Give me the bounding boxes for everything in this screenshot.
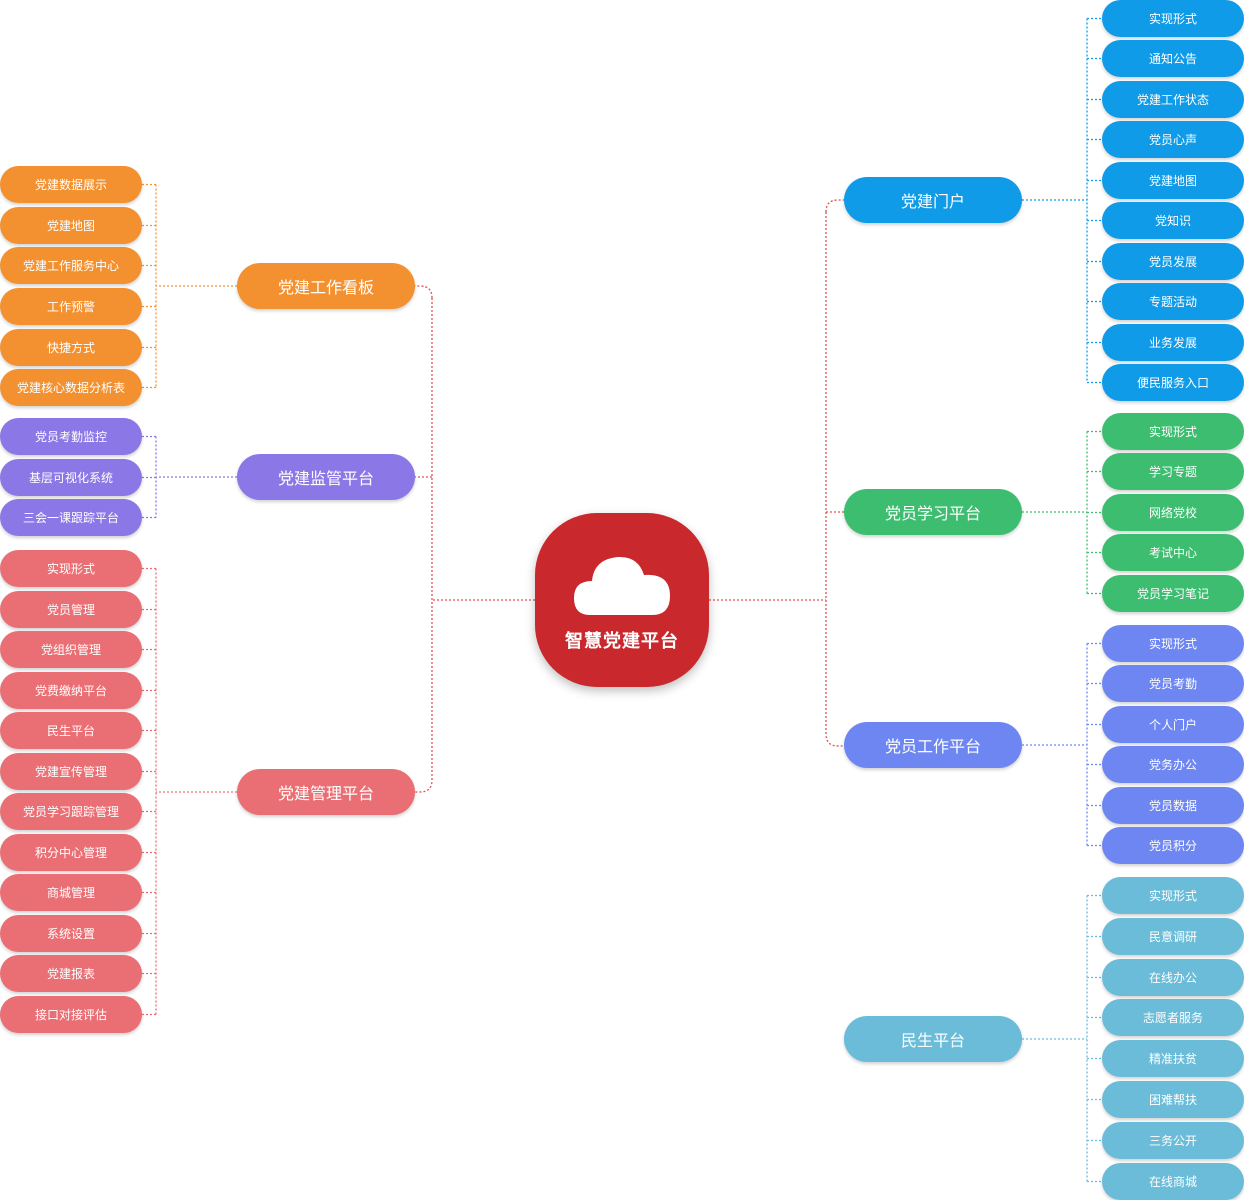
branch-livelihood[interactable]: 民生平台 <box>844 1016 1022 1062</box>
leaf-portal-activities[interactable]: 专题活动 <box>1102 283 1244 320</box>
leaf-management-publicity[interactable]: 党建宣传管理 <box>0 753 142 790</box>
leaf-work-data[interactable]: 党员数据 <box>1102 787 1244 824</box>
branch-work[interactable]: 党员工作平台 <box>844 722 1022 768</box>
leaf-work-office[interactable]: 党务办公 <box>1102 746 1244 783</box>
link-center-right <box>709 199 844 747</box>
leaf-dashboard-analysis-table[interactable]: 党建核心数据分析表 <box>0 369 142 406</box>
leaf-portal-services[interactable]: 便民服务入口 <box>1102 364 1244 401</box>
center-title: 智慧党建平台 <box>565 631 679 652</box>
leaf-dashboard-service-center[interactable]: 党建工作服务中心 <box>0 247 142 284</box>
branch-management[interactable]: 党建管理平台 <box>237 769 415 815</box>
leaf-livelihood-poverty[interactable]: 精准扶贫 <box>1102 1040 1244 1077</box>
leaf-work-form[interactable]: 实现形式 <box>1102 625 1244 662</box>
link-center-left <box>414 285 535 793</box>
leaf-dashboard-map[interactable]: 党建地图 <box>0 207 142 244</box>
branch-portal[interactable]: 党建门户 <box>844 177 1022 223</box>
link-dashboard <box>142 183 237 389</box>
leaf-dashboard-data-display[interactable]: 党建数据展示 <box>0 166 142 203</box>
leaf-supervision-meeting-tracking[interactable]: 三会一课跟踪平台 <box>0 499 142 536</box>
leaf-management-dues[interactable]: 党费缴纳平台 <box>0 672 142 709</box>
branch-learning[interactable]: 党员学习平台 <box>844 489 1022 535</box>
link-learning <box>1022 430 1102 595</box>
branch-supervision[interactable]: 党建监管平台 <box>237 454 415 500</box>
leaf-management-organizations[interactable]: 党组织管理 <box>0 631 142 668</box>
leaf-portal-knowledge[interactable]: 党知识 <box>1102 202 1244 239</box>
leaf-portal-voices[interactable]: 党员心声 <box>1102 121 1244 158</box>
leaf-management-points[interactable]: 积分中心管理 <box>0 834 142 871</box>
leaf-livelihood-online-office[interactable]: 在线办公 <box>1102 959 1244 996</box>
leaf-dashboard-shortcuts[interactable]: 快捷方式 <box>0 329 142 366</box>
leaf-work-points[interactable]: 党员积分 <box>1102 827 1244 864</box>
link-livelihood <box>1022 894 1102 1183</box>
leaf-portal-map[interactable]: 党建地图 <box>1102 162 1244 199</box>
leaf-work-personal-portal[interactable]: 个人门户 <box>1102 706 1244 743</box>
leaf-dashboard-warning[interactable]: 工作预警 <box>0 288 142 325</box>
leaf-learning-form[interactable]: 实现形式 <box>1102 413 1244 450</box>
leaf-management-settings[interactable]: 系统设置 <box>0 915 142 952</box>
leaf-livelihood-disclosure[interactable]: 三务公开 <box>1102 1122 1244 1159</box>
leaf-learning-topics[interactable]: 学习专题 <box>1102 453 1244 490</box>
leaf-portal-work-status[interactable]: 党建工作状态 <box>1102 81 1244 118</box>
leaf-management-livelihood[interactable]: 民生平台 <box>0 712 142 749</box>
leaf-management-interface[interactable]: 接口对接评估 <box>0 996 142 1033</box>
leaf-portal-notices[interactable]: 通知公告 <box>1102 40 1244 77</box>
leaf-portal-form[interactable]: 实现形式 <box>1102 0 1244 37</box>
center-node[interactable]: 智慧党建平台 <box>535 513 709 687</box>
leaf-livelihood-survey[interactable]: 民意调研 <box>1102 918 1244 955</box>
leaf-livelihood-mall[interactable]: 在线商城 <box>1102 1163 1244 1200</box>
link-portal <box>1022 17 1102 384</box>
link-management <box>142 567 237 1016</box>
leaf-work-attendance[interactable]: 党员考勤 <box>1102 665 1244 702</box>
leaf-portal-business[interactable]: 业务发展 <box>1102 324 1244 361</box>
leaf-learning-school[interactable]: 网络党校 <box>1102 494 1244 531</box>
leaf-learning-notes[interactable]: 党员学习笔记 <box>1102 575 1244 612</box>
leaf-supervision-visualization[interactable]: 基层可视化系统 <box>0 459 142 496</box>
branch-dashboard[interactable]: 党建工作看板 <box>237 263 415 309</box>
leaf-supervision-attendance[interactable]: 党员考勤监控 <box>0 418 142 455</box>
cloud-icon <box>574 556 670 615</box>
leaf-management-reports[interactable]: 党建报表 <box>0 955 142 992</box>
leaf-management-study-tracking[interactable]: 党员学习跟踪管理 <box>0 793 142 830</box>
leaf-learning-exams[interactable]: 考试中心 <box>1102 534 1244 571</box>
leaf-livelihood-volunteer[interactable]: 志愿者服务 <box>1102 999 1244 1036</box>
leaf-management-form[interactable]: 实现形式 <box>0 550 142 587</box>
leaf-management-members[interactable]: 党员管理 <box>0 591 142 628</box>
leaf-management-mall[interactable]: 商城管理 <box>0 874 142 911</box>
link-supervision <box>142 435 237 519</box>
leaf-livelihood-form[interactable]: 实现形式 <box>1102 877 1244 914</box>
leaf-livelihood-aid[interactable]: 困难帮扶 <box>1102 1081 1244 1118</box>
leaf-portal-development[interactable]: 党员发展 <box>1102 243 1244 280</box>
link-work <box>1022 642 1102 847</box>
